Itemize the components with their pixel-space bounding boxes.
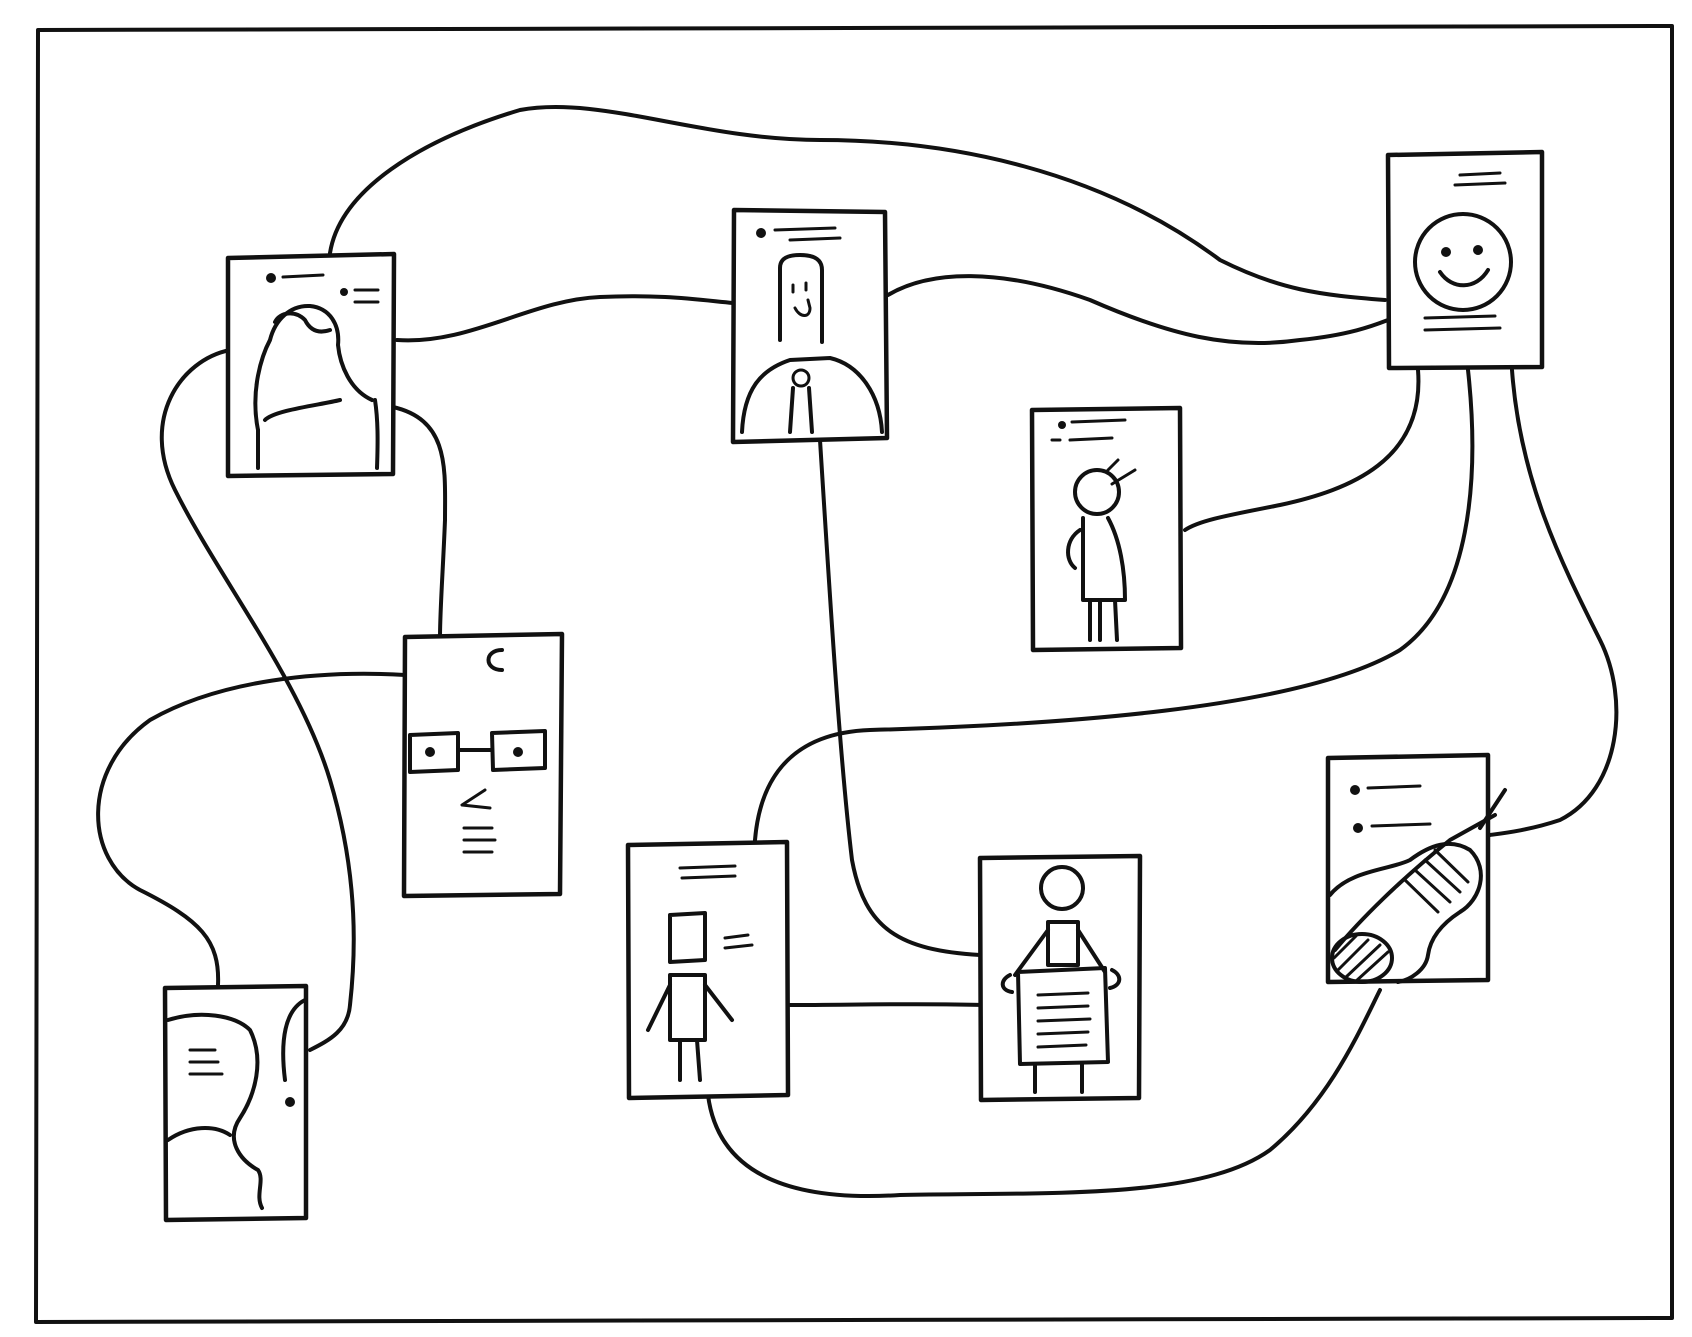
card-woman-long-hair[interactable]: [225, 251, 397, 479]
smiley-face-icon: [1413, 171, 1513, 332]
card-glasses-face[interactable]: [401, 631, 565, 899]
card-person-sign[interactable]: [977, 853, 1143, 1103]
card-guitar[interactable]: [1325, 752, 1507, 985]
guitar-icon: [1328, 784, 1507, 984]
card-man-tie[interactable]: [730, 207, 890, 445]
connection-smiley-robot: [753, 368, 1475, 842]
card-child-back[interactable]: [1029, 405, 1184, 653]
glasses-face-icon: [408, 648, 547, 854]
card-side-profile[interactable]: [162, 983, 309, 1223]
outer-frame: [34, 24, 1674, 1324]
side-profile-icon: [166, 998, 307, 1210]
woman-portrait-icon: [253, 273, 380, 470]
connections: [96, 105, 1619, 1199]
child-figure-icon: [1050, 418, 1137, 642]
connection-glasses-side: [96, 671, 407, 987]
connection-smiley-child: [1183, 368, 1421, 532]
card-smiley[interactable]: [1385, 149, 1545, 371]
connection-woman-side: [159, 348, 356, 1052]
man-with-tie-icon: [740, 226, 884, 434]
connection-robot-sign: [788, 1002, 987, 1007]
person-holding-sign-icon: [1000, 865, 1122, 1094]
connection-man-smiley: [886, 274, 1390, 346]
connection-woman-glasses: [391, 405, 448, 639]
connection-woman-man: [395, 294, 735, 343]
block-figure-icon: [646, 864, 754, 1082]
connection-woman-smiley: [328, 105, 1387, 302]
connection-robot-guitar: [706, 988, 1382, 1199]
connection-man-sign: [818, 438, 982, 957]
card-robot-figure[interactable]: [625, 839, 791, 1101]
connection-smiley-guitar: [1488, 368, 1619, 837]
